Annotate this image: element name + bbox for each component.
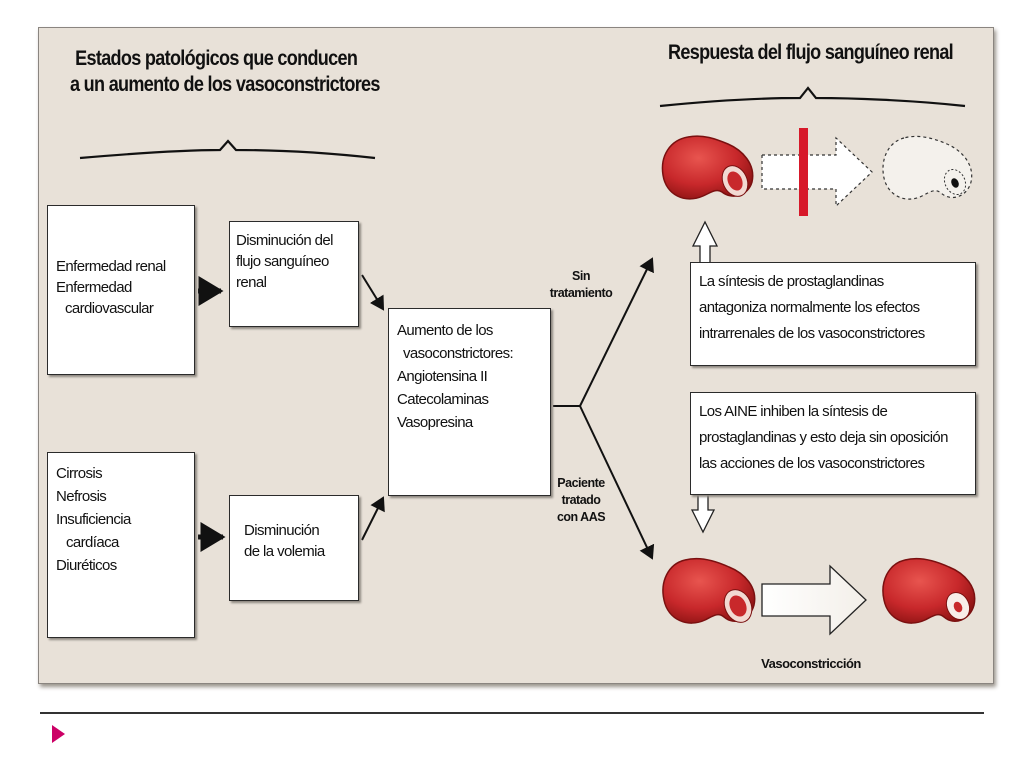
box-prostaglandinas: La síntesis de prostaglandinas antagoniz… [690,262,976,366]
dotted-arrow [761,136,873,208]
right-heading-text: Respuesta del flujo sanguíneo renal [668,41,954,64]
kidney-top-right-dotted [882,135,973,200]
label-sin-line-2: tratamiento [549,286,613,300]
box-volemia-line-1: Disminución [244,522,320,539]
box-aine-line-2: prostaglandinas y esto deja sin oposició… [699,429,949,446]
left-heading-line-1: Estados patológicos que conducen [75,47,358,70]
box-prostaglandinas-line-2: antagoniza normalmente los efectos [699,299,920,316]
box-cirrosis-line-1: Cirrosis [56,465,103,482]
box-aumento-vasoconstrictores: Aumento de los vasoconstrictores: Angiot… [388,308,551,496]
slide-divider-line [40,712,984,714]
box-flujo-line-2: flujo sanguíneo [236,253,329,270]
vasoconstriccion-arrow [761,564,867,636]
box-enfermedad-line-3: cardiovascular [65,300,154,317]
box-aine-line-3: las acciones de los vasoconstrictores [699,455,925,472]
box-aumento-line-4: Catecolaminas [397,391,489,408]
left-brace [79,139,376,160]
bullet-triangle-icon [52,725,65,743]
arrow-flujo-to-aumento [361,274,385,311]
arrow-volemia-to-aumento [361,496,385,541]
box-cirrosis-line-4: cardíaca [66,534,119,551]
box-cirrosis-line-5: Diuréticos [56,557,117,574]
box-cirrosis: Cirrosis Nefrosis Insuficiencia cardíaca… [47,452,195,638]
box-flujo-line-1: Disminución del [236,232,333,249]
left-heading-line-2: a un aumento de los vasoconstrictores [70,73,380,96]
label-paciente-line-1: Paciente [557,476,605,490]
kidney-bottom-right [882,557,976,624]
label-vasoconstriccion: Vasoconstricción [761,656,861,671]
box-aumento-line-1: Aumento de los [397,322,493,339]
box-enfermedad-line-1: Enfermedad renal [56,258,166,275]
box-disminucion-volemia: Disminución de la volemia [229,495,359,601]
box-flujo-line-3: renal [236,274,267,291]
box-aumento-line-5: Vasopresina [397,414,473,431]
kidney-bottom-left [662,557,756,624]
box-cirrosis-line-2: Nefrosis [56,488,107,505]
down-arrow-aine [690,493,716,534]
box-aumento-line-2: vasoconstrictores: [403,345,514,362]
right-brace [659,86,966,108]
box-enfermedad: Enfermedad renal Enfermedad cardiovascul… [47,205,195,375]
box-enfermedad-line-2: Enfermedad [56,279,132,296]
box-aine-line-1: Los AINE inhiben la síntesis de [699,403,888,420]
label-sin-tratamiento: Sin tratamiento [545,268,617,302]
box-disminucion-flujo: Disminución del flujo sanguíneo renal [229,221,359,327]
box-aine: Los AINE inhiben la síntesis de prostagl… [690,392,976,495]
box-aumento-line-3: Angiotensina II [397,368,488,385]
arrow-sin-tratamiento [579,257,654,407]
box-prostaglandinas-line-3: intrarrenales de los vasoconstrictores [699,325,925,342]
box-prostaglandinas-line-1: La síntesis de prostaglandinas [699,273,884,290]
arrow-paciente-tratado [579,405,655,560]
box-volemia-line-2: de la volemia [244,543,325,560]
left-heading: Estados patológicos que conducen a un au… [70,46,380,98]
label-paciente-tratado: Paciente tratado con AAS [549,475,613,526]
red-blocker [799,128,808,216]
kidney-top-left [661,135,754,200]
box-cirrosis-line-3: Insuficiencia [56,511,131,528]
label-sin-line-1: Sin [572,269,590,283]
label-paciente-line-2: tratado [561,493,601,507]
right-heading: Respuesta del flujo sanguíneo renal [668,40,954,66]
label-paciente-line-3: con AAS [556,510,606,524]
